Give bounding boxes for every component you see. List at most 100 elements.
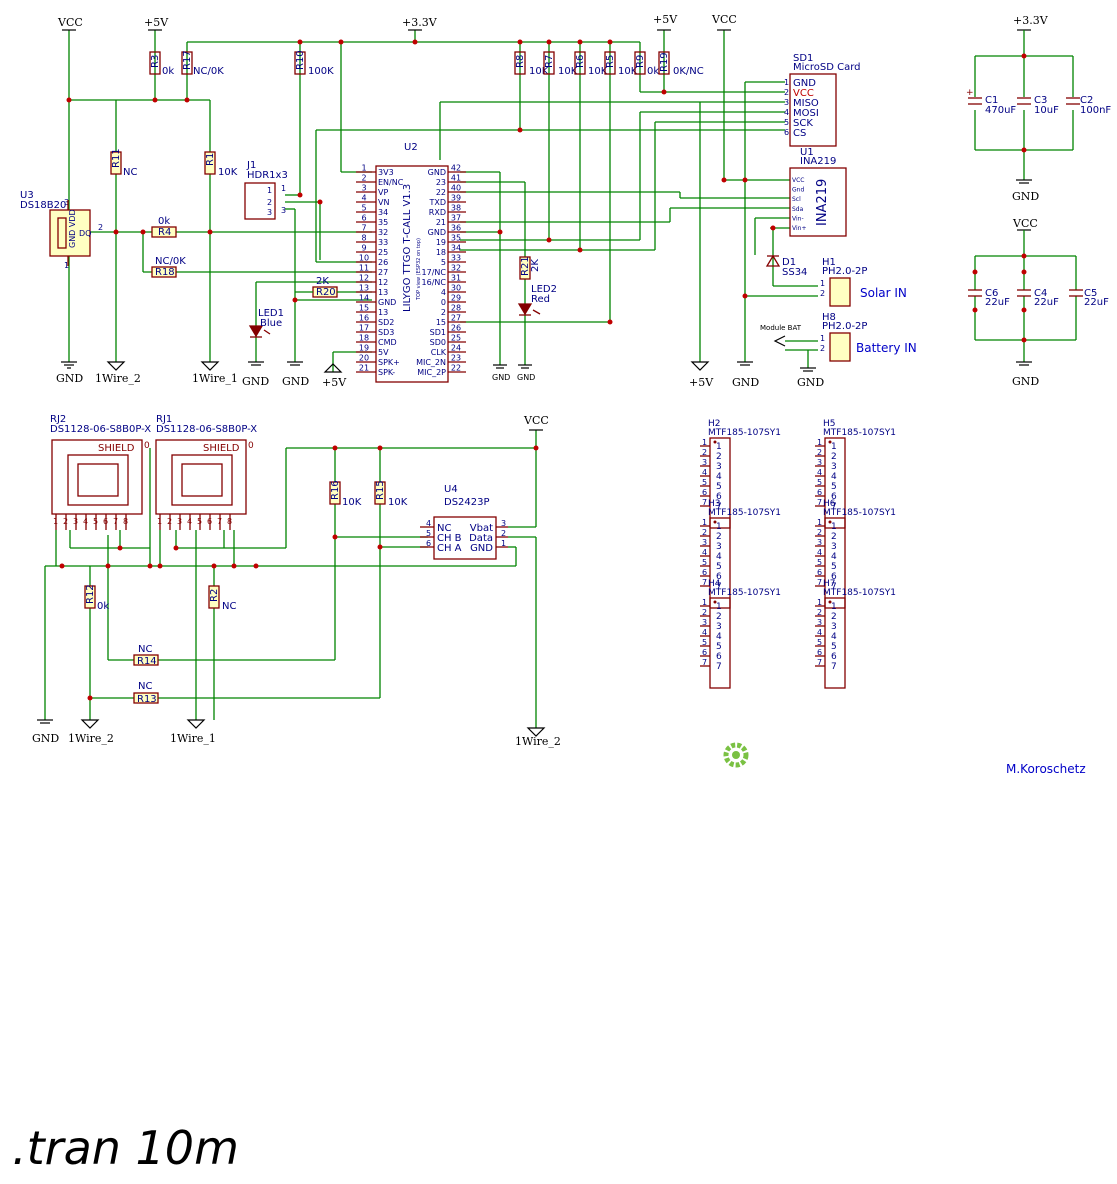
svg-text:2: 2 xyxy=(98,223,103,232)
u2-right-pin-num: 39 xyxy=(451,194,461,203)
svg-text:2K: 2K xyxy=(530,259,541,272)
svg-text:+3.3V: +3.3V xyxy=(1013,14,1049,27)
u2-left-pin-label: 13 xyxy=(378,288,388,297)
u2-right-pin-num: 38 xyxy=(451,204,461,213)
svg-text:3: 3 xyxy=(817,538,822,547)
led1: LED1 Blue xyxy=(248,308,284,338)
svg-text:1: 1 xyxy=(702,518,707,527)
u2-left-pin-num: 1 xyxy=(361,164,366,173)
sim-directive: .tran 10m xyxy=(12,1121,239,1175)
sd1-pin-label: VCC xyxy=(793,88,814,99)
svg-text:1: 1 xyxy=(716,602,722,612)
sd1-pin-label: MISO xyxy=(793,98,819,109)
svg-text:C1: C1 xyxy=(985,95,998,106)
svg-text:10K: 10K xyxy=(218,167,238,178)
sd1-pin-label: SCK xyxy=(793,118,813,129)
rj-pin-num: 4 xyxy=(187,517,192,526)
svg-text:1Wire_2: 1Wire_2 xyxy=(95,372,141,385)
svg-text:RJ2: RJ2 xyxy=(50,414,66,425)
svg-text:6: 6 xyxy=(716,572,722,582)
u2-left-pin-label: 12 xyxy=(378,278,388,287)
junctions xyxy=(66,39,776,325)
u2-right-pin-num: 25 xyxy=(451,334,461,343)
u2-right-pin-label: 2 xyxy=(441,308,446,317)
rj-pin-num: 7 xyxy=(113,517,118,526)
svg-text:1Wire_2: 1Wire_2 xyxy=(68,732,114,745)
svg-text:10K: 10K xyxy=(388,497,408,508)
svg-text:R6: R6 xyxy=(575,55,586,68)
resistor-r8: R8 10K xyxy=(514,51,549,77)
vcc-symbol-sd: VCC xyxy=(711,13,737,31)
svg-text:LILYGO TTGO T-CALL V1.3: LILYGO TTGO T-CALL V1.3 xyxy=(402,184,413,312)
u2-right-pin-label: 19 xyxy=(436,238,446,247)
svg-text:4: 4 xyxy=(831,632,837,642)
u2-left-pin-label: SD2 xyxy=(378,318,394,327)
u1-pin-label: Vin- xyxy=(792,215,804,222)
u2-left-pin-label: SPK+ xyxy=(378,358,400,367)
svg-text:GND: GND xyxy=(56,372,83,385)
svg-text:1: 1 xyxy=(831,442,837,452)
svg-text:2: 2 xyxy=(817,608,822,617)
v5-symbol-sd: +5V xyxy=(689,361,714,389)
svg-text:1: 1 xyxy=(281,184,286,193)
svg-text:4: 4 xyxy=(817,548,822,557)
resistor-r17: R17 NC/0K xyxy=(181,50,224,77)
svg-text:3: 3 xyxy=(831,622,837,632)
u4-right-pin-num: 2 xyxy=(501,529,506,538)
resistor-r7: R7 10K xyxy=(543,51,578,77)
u1-pin-label: Sda xyxy=(792,206,804,213)
svg-text:1: 1 xyxy=(267,186,272,195)
svg-text:GND: GND xyxy=(32,732,59,745)
h8-battery-connector: H8 PH2.0-2P 1 2 Battery IN Module BAT xyxy=(760,312,917,362)
svg-text:1: 1 xyxy=(831,522,837,532)
svg-text:1Wire_1: 1Wire_1 xyxy=(192,372,238,385)
svg-text:H1: H1 xyxy=(822,257,836,268)
u2-left-pin-label: VN xyxy=(378,198,389,207)
u2-left-pin-label: 3V3 xyxy=(378,168,394,177)
rj-pin-num: 3 xyxy=(177,517,182,526)
svg-text:7: 7 xyxy=(702,578,707,587)
svg-text:1Wire_2: 1Wire_2 xyxy=(515,735,561,748)
svg-text:LED2: LED2 xyxy=(531,284,557,295)
u2-left-pin-num: 11 xyxy=(359,264,369,273)
h1-solar-connector: H1 PH2.0-2P 1 2 Solar IN xyxy=(820,257,907,307)
u2-right-pin-num: 33 xyxy=(451,254,461,263)
svg-text:NC/0K: NC/0K xyxy=(193,66,224,77)
svg-text:10K: 10K xyxy=(558,66,578,77)
svg-text:6: 6 xyxy=(716,492,722,502)
svg-text:2: 2 xyxy=(831,612,837,622)
svg-text:R10: R10 xyxy=(295,50,306,70)
u2-right-pin-num: 22 xyxy=(451,364,461,373)
u1-pin-label: Vin+ xyxy=(792,225,806,232)
svg-text:2: 2 xyxy=(267,198,272,207)
u2-left-pin-label: 13 xyxy=(378,308,388,317)
u2-right-pin-num: 34 xyxy=(451,244,461,253)
svg-text:1: 1 xyxy=(702,438,707,447)
svg-text:R8: R8 xyxy=(515,55,526,68)
svg-text:GND: GND xyxy=(732,376,759,389)
svg-text:LED1: LED1 xyxy=(258,308,284,319)
svg-text:NC: NC xyxy=(138,681,152,692)
rj2-jack: RJ2 DS1128-06-S8B0P-X SHIELD 0 xyxy=(50,414,151,515)
svg-text:Solar IN: Solar IN xyxy=(860,286,907,300)
sd1-pin-num: 2 xyxy=(784,88,789,97)
svg-text:Module BAT: Module BAT xyxy=(760,324,802,332)
svg-text:5: 5 xyxy=(831,482,837,492)
svg-text:GND: GND xyxy=(1012,375,1039,388)
resistor-r21: R21 2K xyxy=(519,256,541,280)
u2-left-pin-label: SPK- xyxy=(378,368,395,377)
svg-text:5: 5 xyxy=(702,638,707,647)
u2-left-pin-label: 34 xyxy=(378,208,388,217)
svg-text:R3: R3 xyxy=(150,55,161,68)
svg-text:MTF185-107SY1: MTF185-107SY1 xyxy=(708,588,781,598)
svg-text:22uF: 22uF xyxy=(1084,297,1109,308)
svg-text:H8: H8 xyxy=(822,312,836,323)
svg-text:1: 1 xyxy=(817,518,822,527)
svg-text:2: 2 xyxy=(702,608,707,617)
svg-text:0k: 0k xyxy=(158,216,170,227)
svg-text:U3: U3 xyxy=(20,190,34,201)
svg-text:+5V: +5V xyxy=(322,376,347,389)
